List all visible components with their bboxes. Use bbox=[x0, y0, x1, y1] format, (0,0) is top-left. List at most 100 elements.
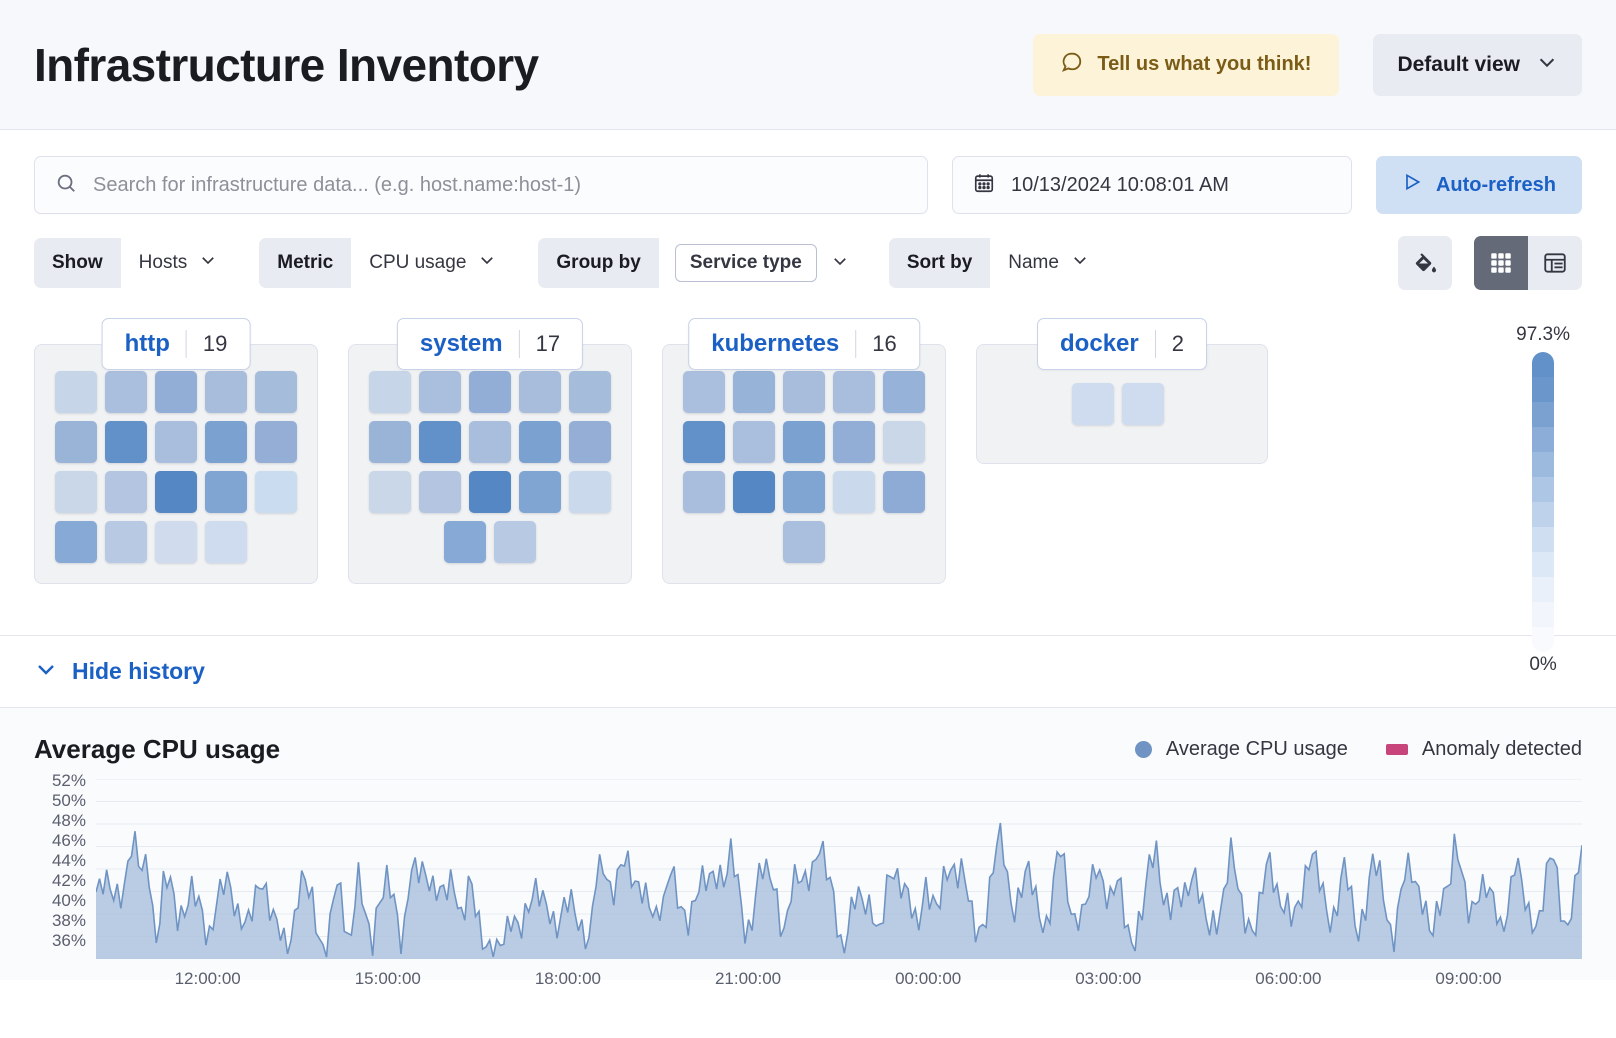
host-tile[interactable] bbox=[419, 421, 461, 463]
y-tick-label: 36% bbox=[51, 931, 86, 950]
host-tile[interactable] bbox=[883, 471, 925, 513]
tile-row bbox=[365, 517, 615, 567]
group-name: system bbox=[419, 330, 503, 357]
host-tile[interactable] bbox=[444, 521, 486, 563]
tile-row bbox=[679, 467, 929, 517]
host-tile[interactable] bbox=[419, 471, 461, 513]
host-tile[interactable] bbox=[833, 371, 875, 413]
feedback-button[interactable]: Tell us what you think! bbox=[1033, 33, 1340, 96]
host-tile[interactable] bbox=[683, 421, 725, 463]
host-tile[interactable] bbox=[783, 521, 825, 563]
grid-view-icon[interactable] bbox=[1474, 236, 1528, 290]
tile-row bbox=[51, 467, 301, 517]
divider bbox=[1154, 330, 1156, 358]
host-tile[interactable] bbox=[55, 471, 97, 513]
host-tile[interactable] bbox=[155, 421, 197, 463]
host-tile[interactable] bbox=[105, 421, 147, 463]
paint-bucket-icon[interactable] bbox=[1398, 236, 1452, 290]
host-tile[interactable] bbox=[519, 471, 561, 513]
legend-step bbox=[1532, 602, 1555, 627]
host-tile[interactable] bbox=[369, 421, 411, 463]
host-tile[interactable] bbox=[833, 421, 875, 463]
host-tile[interactable] bbox=[205, 471, 247, 513]
tile-row bbox=[679, 517, 929, 567]
host-tile[interactable] bbox=[783, 421, 825, 463]
host-tile[interactable] bbox=[1072, 383, 1114, 425]
host-tile[interactable] bbox=[733, 471, 775, 513]
filter-sort-by-select[interactable]: Name bbox=[990, 238, 1105, 288]
host-tile[interactable] bbox=[494, 521, 536, 563]
y-tick-label: 48% bbox=[51, 811, 86, 830]
search-input[interactable]: Search for infrastructure data... (e.g. … bbox=[34, 156, 928, 214]
host-tile[interactable] bbox=[469, 471, 511, 513]
host-tile[interactable] bbox=[733, 421, 775, 463]
host-tile[interactable] bbox=[569, 371, 611, 413]
host-tile[interactable] bbox=[155, 521, 197, 563]
legend-step bbox=[1532, 552, 1555, 577]
host-tile[interactable] bbox=[569, 471, 611, 513]
host-tile[interactable] bbox=[55, 371, 97, 413]
filter-group-by-value-chip[interactable]: Service type bbox=[674, 244, 817, 282]
chart-header: Average CPU usage Average CPU usage Anom… bbox=[34, 734, 1582, 765]
chart-plot-area[interactable] bbox=[96, 778, 1582, 960]
host-tile[interactable] bbox=[205, 521, 247, 563]
chevron-down-icon[interactable] bbox=[817, 252, 863, 275]
host-tile[interactable] bbox=[419, 371, 461, 413]
host-tile[interactable] bbox=[155, 471, 197, 513]
auto-refresh-button[interactable]: Auto-refresh bbox=[1375, 156, 1582, 214]
host-tile[interactable] bbox=[105, 521, 147, 563]
legend-step bbox=[1532, 477, 1555, 502]
host-tile[interactable] bbox=[783, 371, 825, 413]
chevron-down-icon bbox=[199, 251, 217, 275]
table-view-icon[interactable] bbox=[1528, 236, 1582, 290]
host-tile[interactable] bbox=[105, 471, 147, 513]
host-tile[interactable] bbox=[683, 371, 725, 413]
host-tile[interactable] bbox=[733, 371, 775, 413]
host-tile[interactable] bbox=[255, 421, 297, 463]
group-name: kubernetes bbox=[711, 330, 840, 357]
host-tile[interactable] bbox=[55, 521, 97, 563]
host-tile[interactable] bbox=[569, 421, 611, 463]
host-tile[interactable] bbox=[1122, 383, 1164, 425]
host-tile[interactable] bbox=[205, 371, 247, 413]
chart-y-axis: 52%50%48%46%44%42%40%38%36% bbox=[34, 771, 96, 951]
host-tile[interactable] bbox=[883, 421, 925, 463]
host-tile[interactable] bbox=[255, 371, 297, 413]
host-tile[interactable] bbox=[155, 371, 197, 413]
date-picker[interactable]: 10/13/2024 10:08:01 AM bbox=[951, 156, 1352, 214]
host-tile[interactable] bbox=[369, 371, 411, 413]
default-view-button[interactable]: Default view bbox=[1373, 33, 1582, 96]
y-tick-label: 42% bbox=[51, 871, 86, 890]
host-tile[interactable] bbox=[833, 471, 875, 513]
host-tile[interactable] bbox=[55, 421, 97, 463]
legend-step bbox=[1532, 452, 1555, 477]
host-tile[interactable] bbox=[519, 371, 561, 413]
filter-metric-select[interactable]: CPU usage bbox=[351, 238, 512, 288]
host-tile[interactable] bbox=[469, 371, 511, 413]
host-tile[interactable] bbox=[683, 471, 725, 513]
toolbar: Search for infrastructure data... (e.g. … bbox=[0, 130, 1616, 290]
hide-history-toggle[interactable]: Hide history bbox=[0, 636, 1616, 708]
host-tile[interactable] bbox=[883, 371, 925, 413]
host-tile[interactable] bbox=[205, 421, 247, 463]
host-tile[interactable] bbox=[469, 421, 511, 463]
host-tile[interactable] bbox=[519, 421, 561, 463]
filter-sort-by-value: Name bbox=[1008, 252, 1059, 273]
tile-row bbox=[993, 379, 1243, 429]
legend-step bbox=[1532, 627, 1555, 652]
host-tile[interactable] bbox=[105, 371, 147, 413]
filter-show-select[interactable]: Hosts bbox=[121, 238, 234, 288]
host-tile[interactable] bbox=[255, 471, 297, 513]
host-tile[interactable] bbox=[369, 471, 411, 513]
host-tile[interactable] bbox=[783, 471, 825, 513]
y-tick-label: 50% bbox=[51, 791, 86, 810]
